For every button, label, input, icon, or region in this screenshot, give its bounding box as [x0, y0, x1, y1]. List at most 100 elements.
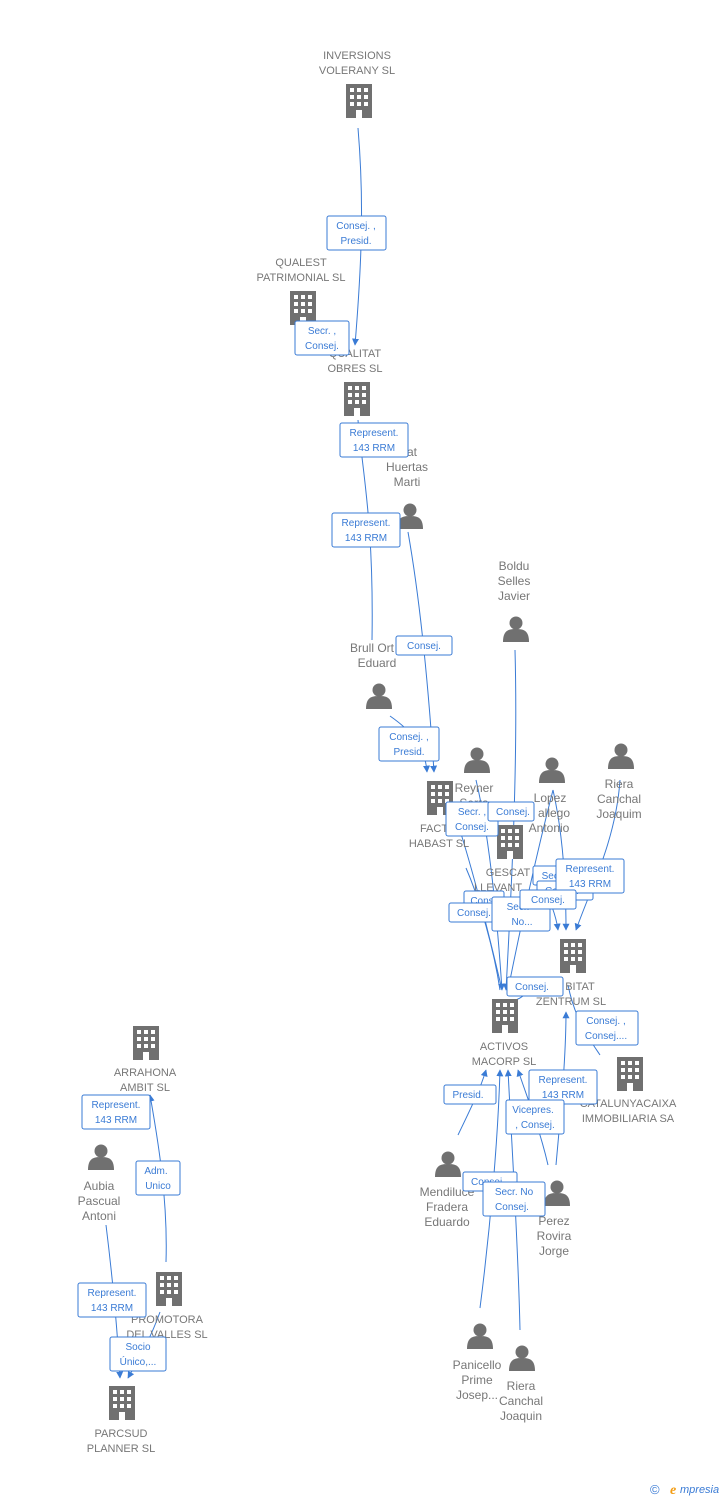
relation-r05[interactable]: Consej. [395, 635, 453, 656]
svg-text:Consej.: Consej. [496, 807, 530, 818]
relation-r20[interactable]: Consej. [519, 889, 577, 910]
relation-r06[interactable]: Consej. ,Presid. [378, 726, 440, 762]
svg-text:Represent.143 RRM: Represent.143 RRM [88, 1288, 137, 1314]
svg-text:Secr. ,Consej.: Secr. ,Consej. [305, 326, 339, 352]
svg-text:Consej. ,Presid.: Consej. ,Presid. [336, 221, 375, 247]
svg-text:Vicepres., Consej.: Vicepres., Consej. [512, 1105, 554, 1131]
svg-text:Secr.No...: Secr.No... [507, 902, 533, 928]
person-icon [544, 1180, 570, 1206]
relation-r18[interactable]: Represent.143 RRM [528, 1069, 598, 1105]
person-icon [464, 747, 490, 773]
relation-r04[interactable]: Represent.143 RRM [331, 512, 401, 548]
building-icon [560, 939, 586, 973]
person-reyner[interactable]: ReynerSerra [455, 747, 494, 811]
person-icon [608, 743, 634, 769]
svg-text:Consej. ,Presid.: Consej. ,Presid. [389, 732, 428, 758]
relation-r22[interactable]: Represent.143 RRM [81, 1094, 151, 1130]
svg-text:Represent.143 RRM: Represent.143 RRM [566, 864, 615, 890]
building-icon [346, 84, 372, 118]
edge-reyner-activos [475, 779, 506, 991]
building-icon [290, 291, 316, 325]
svg-text:Consej. ,Consej....: Consej. ,Consej.... [585, 1016, 627, 1042]
person-icon [503, 616, 529, 642]
relation-r16[interactable]: Consej. ,Consej.... [575, 1010, 639, 1046]
svg-text:Adm.Unico: Adm.Unico [144, 1166, 171, 1192]
edge-gescat-activos [465, 867, 501, 991]
svg-text:Secr.: Secr. [542, 871, 565, 882]
building-icon [156, 1272, 182, 1306]
svg-text:Represent.143 RRM: Represent.143 RRM [92, 1100, 141, 1126]
person-icon [467, 1323, 493, 1349]
edge-lopez-habitat [552, 789, 570, 931]
svg-text:Represent.143 RRM: Represent.143 RRM [539, 1075, 588, 1101]
brand-name: mpresia [680, 1484, 719, 1496]
relation-r15[interactable]: Consej. [506, 976, 564, 997]
person-icon [509, 1345, 535, 1371]
svg-text:Secr. ,Consej.: Secr. ,Consej. [455, 807, 489, 833]
person-icon [539, 757, 565, 783]
footer-brand: © e mpresia [650, 1482, 719, 1498]
person-icon [435, 1151, 461, 1177]
relation-r03[interactable]: Represent.143 RRM [339, 422, 409, 458]
svg-text:Consej.: Consej. [531, 895, 565, 906]
relation-r23[interactable]: Adm.Unico [135, 1160, 181, 1196]
svg-text:Cons: Cons [470, 896, 493, 907]
brand-initial: e [670, 1483, 676, 1498]
relation-r17[interactable]: Presid. [443, 1084, 497, 1105]
relation-r11[interactable]: Represent.143 RRM [555, 858, 625, 894]
copyright-symbol: © [650, 1482, 660, 1497]
person-icon [366, 683, 392, 709]
relation-r19[interactable]: Vicepres., Consej. [505, 1099, 565, 1135]
relation-r01[interactable]: Consej. ,Presid. [326, 215, 387, 251]
relation-r13[interactable]: Consej. [448, 902, 506, 923]
relation-r08[interactable]: Consej. [487, 801, 535, 822]
relation-r24[interactable]: Represent.143 RRM [77, 1282, 147, 1318]
relation-r02[interactable]: Secr. ,Consej. [294, 320, 350, 356]
building-icon [492, 999, 518, 1033]
svg-text:Consej.: Consej. [515, 982, 549, 993]
building-icon [133, 1026, 159, 1060]
svg-text:Consej.: Consej. [457, 908, 491, 919]
person-icon [88, 1144, 114, 1170]
svg-text:Consej.: Consej. [407, 641, 441, 652]
building-icon [109, 1386, 135, 1420]
